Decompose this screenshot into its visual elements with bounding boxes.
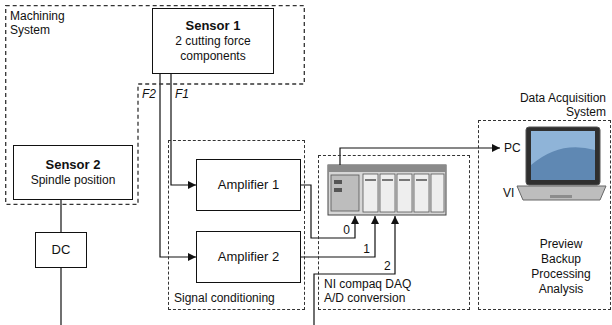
acquisition-region: Data Acquisition SystemPreview Backup Pr… <box>478 120 611 310</box>
signal-wire <box>301 185 355 238</box>
sensor-box: Sensor 2Spindle position <box>13 145 133 200</box>
region-title: NI compaq DAQ A/D conversion <box>324 277 429 305</box>
region-title: Machining System <box>10 9 85 37</box>
box-label: Amplifier 1 <box>218 177 279 193</box>
channel-number: 0 <box>342 223 351 237</box>
force-label: F2 <box>141 87 157 101</box>
channel-number: 1 <box>362 242 371 256</box>
signal-wire <box>160 74 196 257</box>
sensor-title: Sensor 2 <box>46 157 101 173</box>
force-label: F1 <box>174 87 190 101</box>
amplifier-box: Amplifier 1 <box>196 159 301 211</box>
sensor-description: Spindle position <box>31 173 116 188</box>
signal-wire <box>340 148 500 165</box>
box-label: DC <box>52 242 71 258</box>
daq-chassis <box>328 165 446 215</box>
dc-box: DC <box>35 232 87 268</box>
region-title: Signal conditioning <box>174 291 275 305</box>
signal-wire <box>60 200 61 232</box>
dc-wire <box>60 268 61 325</box>
sensor-title: Sensor 1 <box>186 18 241 34</box>
signal-wire <box>301 216 375 257</box>
daq-region: NI compaq DAQ A/D conversion <box>318 155 470 310</box>
vi-label: VI <box>502 186 515 200</box>
pc-label: PC <box>503 141 522 155</box>
box-label: Amplifier 2 <box>218 249 279 265</box>
sensor-description: 2 cutting force components <box>159 34 267 64</box>
task-list: Preview Backup Processing Analysis <box>526 237 596 297</box>
laptop-icon <box>517 127 606 200</box>
channel-number: 2 <box>383 259 392 273</box>
signal-region: Signal conditioning Amplifier 1 Amplifier … <box>168 140 305 310</box>
amplifier-box: Amplifier 2 <box>196 231 301 283</box>
signal-wire <box>171 74 196 185</box>
sensor-box: Sensor 12 cutting force components <box>152 8 274 74</box>
region-title: Data Acquisition System <box>501 91 606 119</box>
